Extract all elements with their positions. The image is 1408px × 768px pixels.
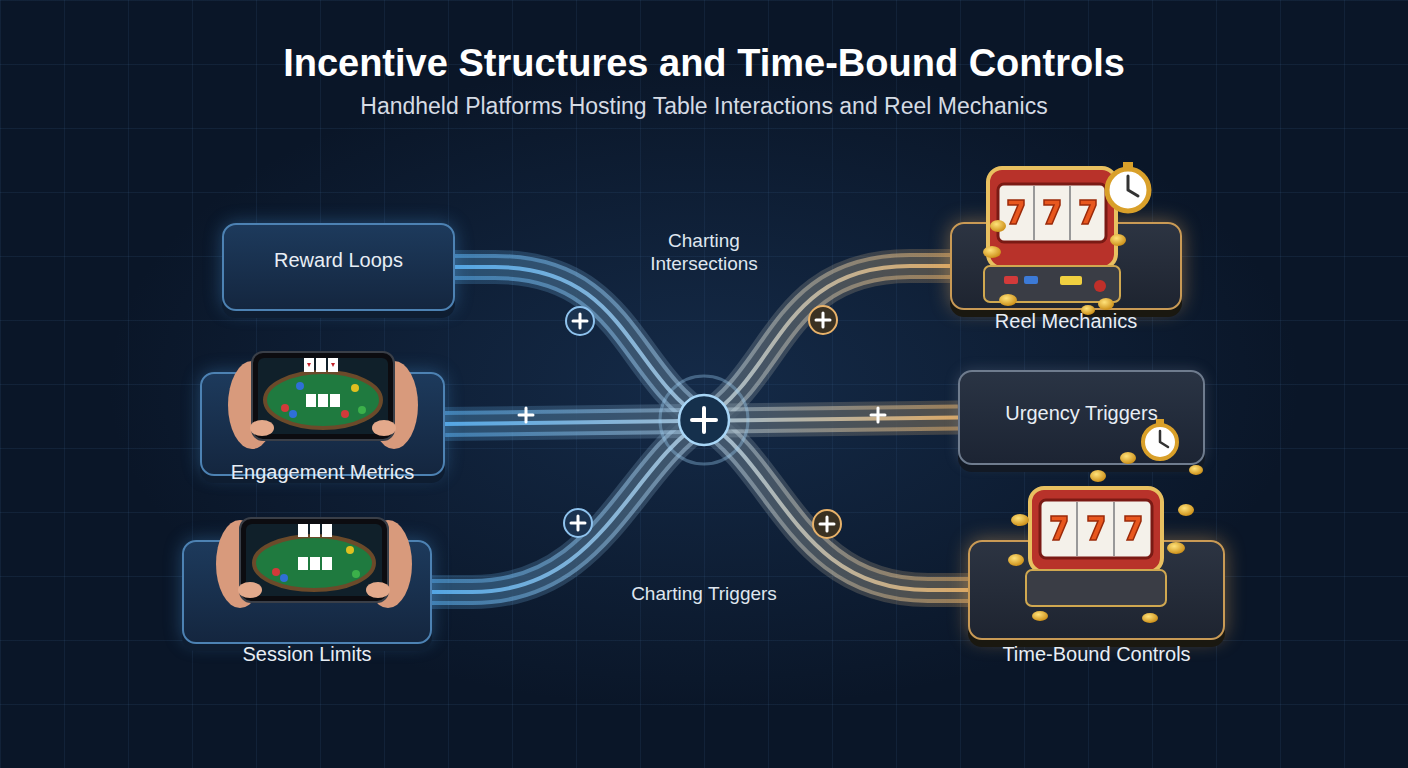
process-box: Engagement Metrics: [200, 372, 445, 476]
hub-ring: [660, 376, 748, 464]
process-box: Time-Bound Controls: [968, 540, 1225, 640]
box-label: Reward Loops: [224, 248, 453, 272]
pipe-connector: [455, 267, 968, 590]
process-box: Reward Loops: [222, 223, 455, 311]
box-label: Time-Bound Controls: [970, 642, 1223, 666]
floating-label: Charting Intersections: [624, 229, 784, 275]
hub-junction: [679, 395, 729, 445]
pipe-connector: [445, 418, 958, 425]
process-box: Urgency Triggers: [958, 370, 1205, 465]
process-box: Session Limits: [182, 540, 432, 644]
box-label: Urgency Triggers: [960, 401, 1203, 425]
box-label: Engagement Metrics: [202, 460, 443, 484]
box-label: Session Limits: [184, 642, 430, 666]
junction-plus: [519, 306, 885, 538]
pipe-connector: [432, 266, 950, 592]
diagram-title: Incentive Structures and Time-Bound Cont…: [0, 40, 1408, 86]
floating-label: Charting Triggers: [624, 582, 784, 605]
process-box: Reel Mechanics: [950, 222, 1182, 310]
diagram-subtitle: Handheld Platforms Hosting Table Interac…: [0, 92, 1408, 120]
box-label: Reel Mechanics: [952, 309, 1180, 333]
